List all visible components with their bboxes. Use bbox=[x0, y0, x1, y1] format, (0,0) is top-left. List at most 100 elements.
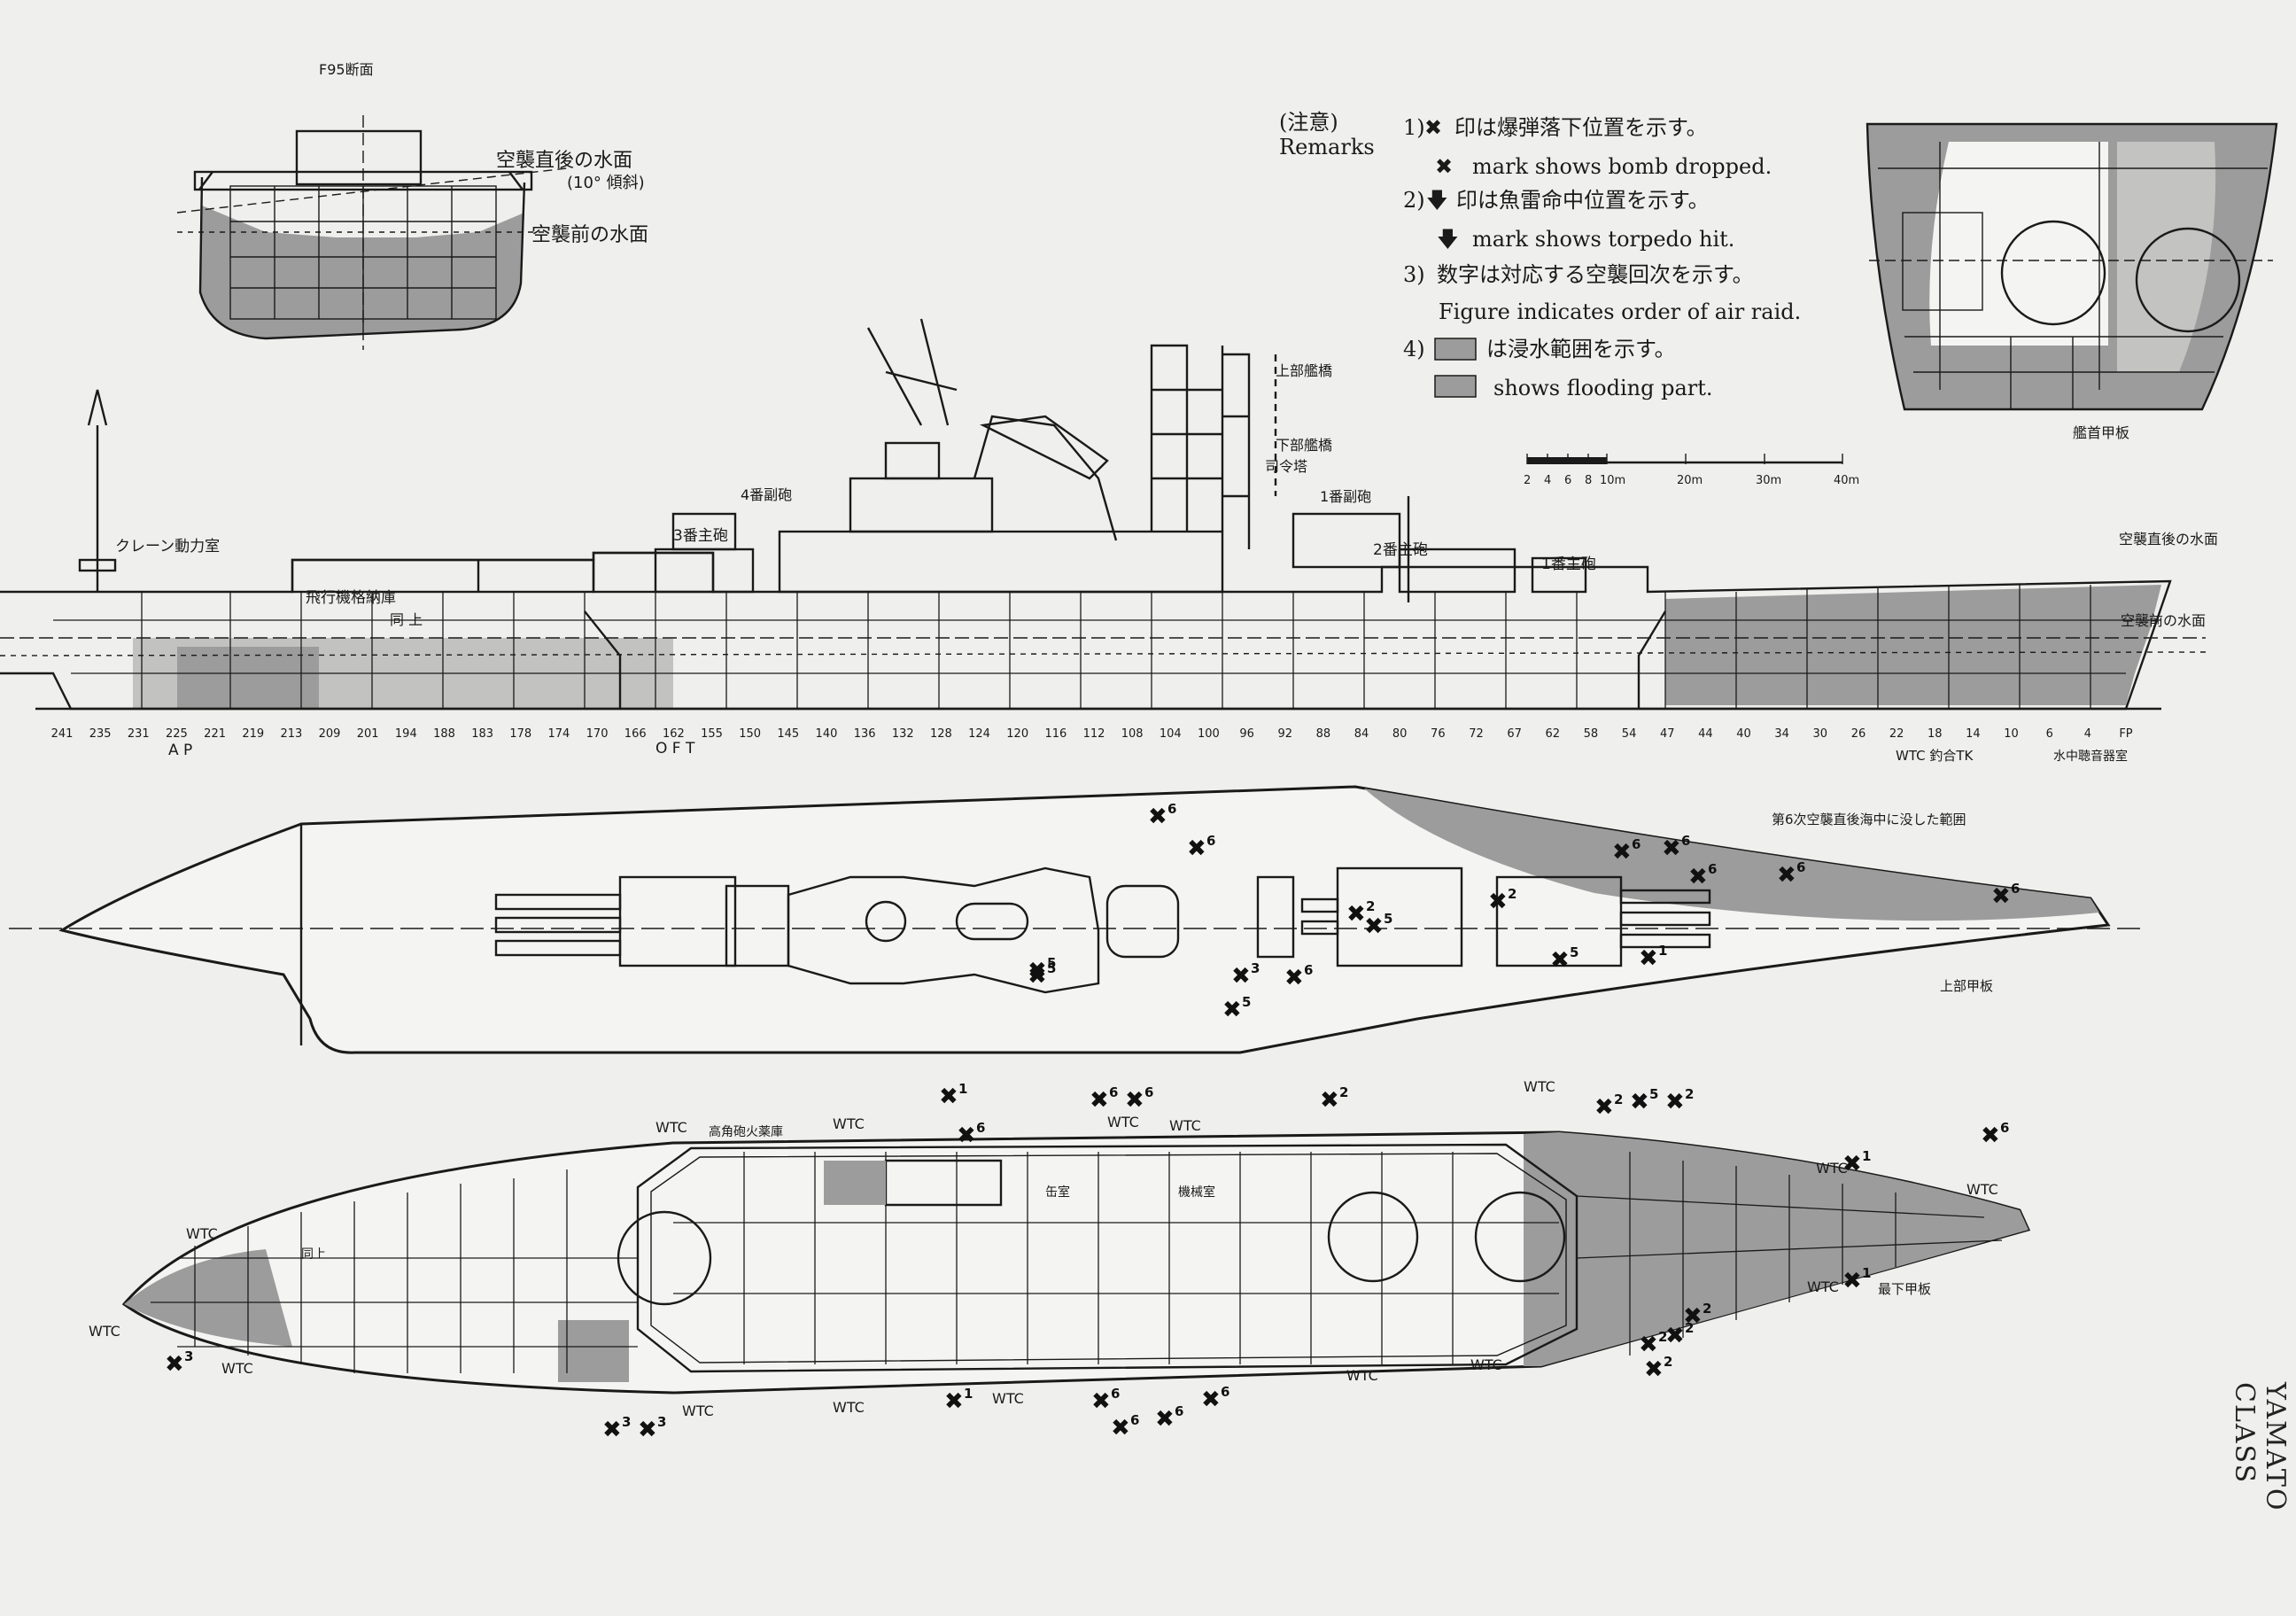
bomb-mark-icon: ✖ bbox=[1155, 1406, 1175, 1433]
wtc-label: WTC bbox=[1346, 1367, 1378, 1384]
upper-bridge-label: 上部艦橋 bbox=[1276, 362, 1332, 379]
frame-number: 104 bbox=[1160, 727, 1182, 741]
bomb-mark-icon: ✖ bbox=[1683, 1303, 1703, 1330]
raid-number: 5 bbox=[1047, 955, 1056, 971]
bomb-mark-icon: ✖ bbox=[1981, 1123, 2000, 1149]
bomb-mark-icon: ✖ bbox=[1612, 839, 1632, 866]
frame-number: 124 bbox=[968, 727, 990, 741]
remark-1-num: 1) bbox=[1403, 115, 1425, 140]
turret3-label: 3番主砲 bbox=[673, 527, 728, 545]
wtc-label: WTC bbox=[1816, 1160, 1848, 1177]
profile-view: クレーン動力室 飛行機格納庫 同 上 3番主砲 2番主砲 1番主砲 4番副砲 1… bbox=[0, 318, 2218, 764]
bomb-legend-icon-2: ✖ bbox=[1435, 154, 1453, 179]
raid-number: 5 bbox=[1047, 960, 1056, 976]
bomb-mark-icon: ✖ bbox=[165, 1351, 184, 1378]
bomb-mark-icon: ✖ bbox=[1665, 1089, 1685, 1115]
bomb-mark-icon: ✖ bbox=[1187, 835, 1206, 862]
bomb-mark-icon: ✖ bbox=[1550, 947, 1570, 974]
section-title: F95断面 bbox=[319, 61, 374, 78]
bomb-mark-icon: ✖ bbox=[1688, 864, 1708, 890]
remarks-heading-jp: (注意) bbox=[1279, 110, 1338, 135]
oft-label: O F T bbox=[655, 740, 695, 758]
raid-number: 6 bbox=[1708, 861, 1717, 877]
waterline-before-label: 空襲前の水面 bbox=[531, 224, 648, 246]
raid-number: 6 bbox=[1221, 1384, 1229, 1400]
bow-section-caption: 艦首甲板 bbox=[2073, 424, 2129, 441]
raid-number: 6 bbox=[1206, 833, 1215, 849]
frame-number: 183 bbox=[471, 727, 493, 741]
flood-swatch bbox=[1434, 338, 1477, 361]
same-label-lower: 同上 bbox=[301, 1247, 326, 1262]
remark-2-num: 2) bbox=[1403, 188, 1425, 213]
bomb-mark-icon: ✖ bbox=[1842, 1268, 1862, 1294]
frame-number: 201 bbox=[357, 727, 379, 741]
frame-number: 26 bbox=[1851, 727, 1866, 741]
remark-4-num: 4) bbox=[1403, 337, 1425, 361]
upper-deck-caption: 上部甲板 bbox=[1940, 978, 1993, 994]
bomb-mark-icon: ✖ bbox=[1630, 1089, 1649, 1115]
same-label: 同 上 bbox=[390, 611, 423, 628]
flood-swatch-2 bbox=[1434, 375, 1477, 398]
remark-2-jp: 印は魚雷命中位置を示す。 bbox=[1456, 188, 1710, 213]
wtc-label: WTC bbox=[1807, 1278, 1839, 1295]
aircraft-hangar-label: 飛行機格納庫 bbox=[306, 589, 396, 607]
frame-number: 132 bbox=[892, 727, 914, 741]
raid-number: 6 bbox=[1175, 1403, 1183, 1419]
profile-flood-bow bbox=[1665, 585, 2161, 705]
frame-number: 67 bbox=[1507, 727, 1522, 741]
raid-number: 3 bbox=[622, 1414, 631, 1430]
frame-number: 4 bbox=[2084, 727, 2091, 741]
raid-number: 2 bbox=[1664, 1354, 1672, 1370]
frame-number: 84 bbox=[1354, 727, 1369, 741]
scale-tick: 4 bbox=[1544, 474, 1551, 487]
wtc-label: WTC bbox=[1169, 1117, 1201, 1134]
wtc-label: WTC bbox=[186, 1225, 218, 1242]
frame-number: 231 bbox=[128, 727, 150, 741]
bomb-mark-icon: ✖ bbox=[1639, 1332, 1658, 1358]
boiler-room-label: 缶室 bbox=[1045, 1185, 1070, 1200]
raid-number: 5 bbox=[1570, 944, 1578, 960]
frame-number: 58 bbox=[1584, 727, 1599, 741]
frame-number: 188 bbox=[433, 727, 455, 741]
frame-number: 145 bbox=[777, 727, 799, 741]
scale-tick: 40m bbox=[1834, 474, 1859, 487]
bomb-mark-icon: ✖ bbox=[1346, 901, 1366, 928]
raid-number: 3 bbox=[184, 1348, 193, 1364]
lower-deck-caption: 最下甲板 bbox=[1878, 1281, 1931, 1297]
wtc-label: WTC bbox=[833, 1115, 865, 1132]
frame-number: 241 bbox=[51, 727, 74, 741]
frame-number: 14 bbox=[1966, 727, 1981, 741]
frame-number: 116 bbox=[1044, 727, 1067, 741]
remark-3-en: Figure indicates order of air raid. bbox=[1439, 299, 1801, 324]
raid-number: 6 bbox=[1109, 1084, 1118, 1100]
bomb-mark-icon: ✖ bbox=[1091, 1388, 1111, 1415]
scale-tick: 20m bbox=[1677, 474, 1703, 487]
bomb-mark-icon: ✖ bbox=[1320, 1087, 1339, 1114]
torpedo-legend-icon: 🡇 bbox=[1426, 188, 1448, 213]
bomb-mark-icon: ✖ bbox=[1777, 862, 1796, 889]
remarks-heading-en: Remarks bbox=[1279, 135, 1375, 159]
frame-number: 194 bbox=[395, 727, 417, 741]
torpedo-legend-icon-2: 🡇 bbox=[1437, 227, 1459, 252]
spine-title: YAMATO CLASS bbox=[2229, 1382, 2291, 1512]
bomb-mark-icon: ✖ bbox=[1991, 883, 2011, 910]
raid-number: 5 bbox=[1649, 1086, 1658, 1102]
bomb-mark-icon: ✖ bbox=[1111, 1415, 1130, 1441]
raid-number: 1 bbox=[1862, 1148, 1871, 1164]
raid-number: 2 bbox=[1508, 886, 1516, 902]
bomb-mark-icon: ✖ bbox=[1090, 1087, 1109, 1114]
frame-number: 10 bbox=[2004, 727, 2019, 741]
lower-deck-plan: 高角砲火薬庫 缶室 機械室 同上 最下甲板 WTC WTC WTC WTC WT… bbox=[89, 1078, 2031, 1419]
raid-number: 6 bbox=[976, 1120, 985, 1136]
remark-1-en: mark shows bomb dropped. bbox=[1472, 154, 1772, 179]
frame-number: 40 bbox=[1736, 727, 1751, 741]
wtc-label: WTC bbox=[1966, 1181, 1998, 1198]
profile-flood-stern-2 bbox=[177, 647, 319, 709]
upper-deck-flood bbox=[1364, 789, 2099, 921]
frame-number: 235 bbox=[89, 727, 112, 741]
wtc-tk-label: WTC 釣合TK bbox=[1896, 748, 1974, 764]
frame-number: 170 bbox=[586, 727, 609, 741]
raid-number: 6 bbox=[2000, 1120, 2009, 1136]
frame-number: 30 bbox=[1813, 727, 1828, 741]
